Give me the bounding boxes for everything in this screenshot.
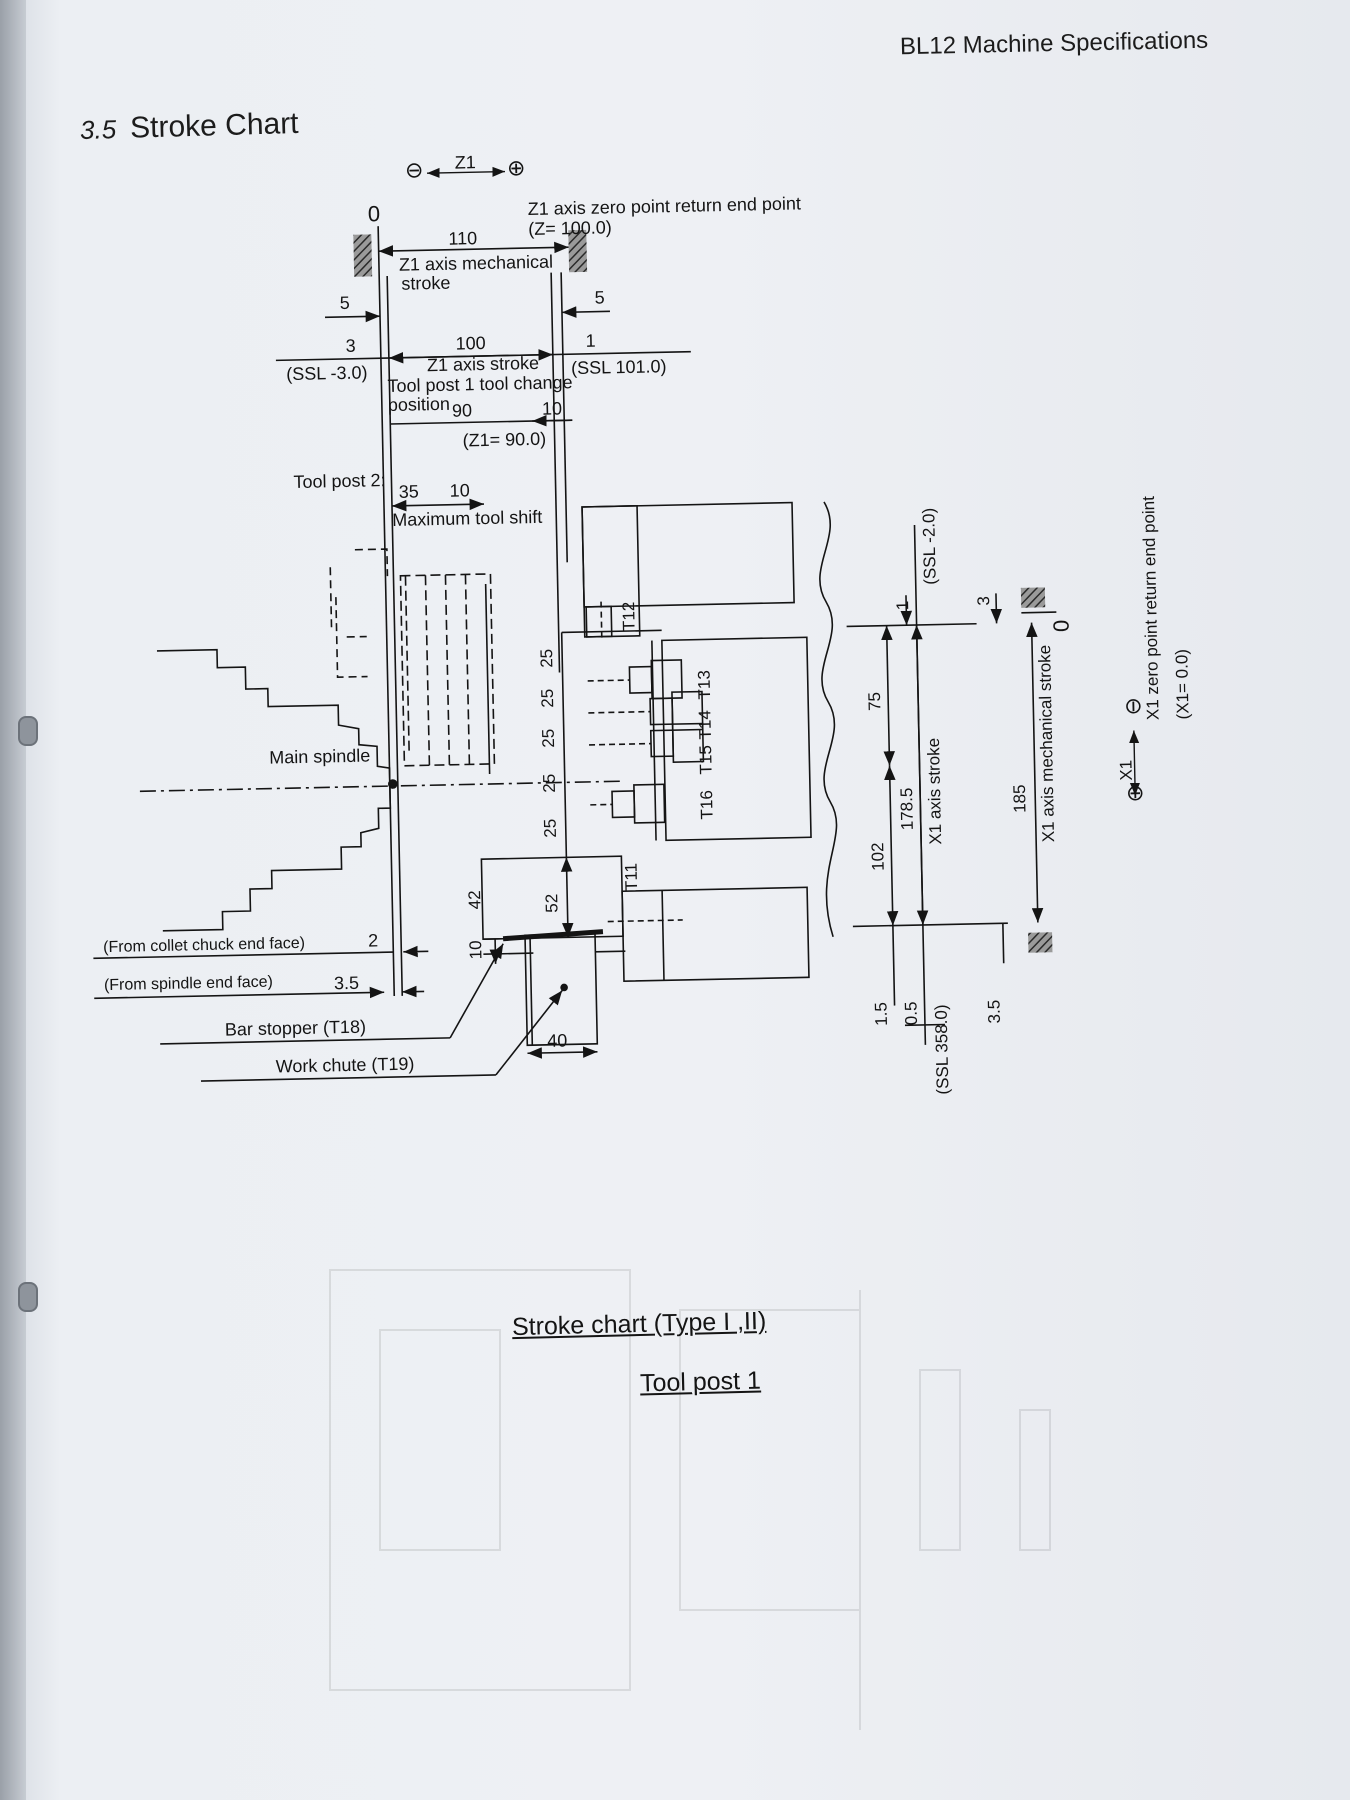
- pitch-3: 25: [539, 729, 558, 748]
- tool-t11: T11: [622, 863, 642, 891]
- caption-tool-post: Tool post 1: [639, 1366, 762, 1398]
- x1-v35: 3.5: [984, 1000, 1003, 1024]
- maximum-tool-shift-label: Maximum tool shift: [392, 507, 542, 530]
- z1-mech-value: 110: [448, 228, 477, 249]
- z1-plus-symbol: ⊕: [507, 155, 526, 180]
- x1-bottom-stop-block: [1028, 932, 1053, 953]
- pitch-2: 25: [538, 689, 557, 708]
- section-number: 3.5: [79, 114, 117, 146]
- z1-zero-return-title: Z1 axis zero point return end point: [528, 193, 802, 219]
- reverse-side-show-through: [329, 1269, 1051, 1730]
- x1-minus-symbol: ⊖: [1120, 697, 1145, 716]
- tool-post-2-v10: 10: [449, 480, 469, 500]
- tool-change-label-2: position: [388, 394, 450, 415]
- tool-t15: T15: [696, 745, 716, 775]
- collet-end-face-value: 2: [368, 930, 378, 950]
- z1-left-5: 5: [340, 293, 350, 313]
- tool-change-label-1: Tool post 1 tool change: [387, 372, 573, 396]
- z1-right-1: 1: [585, 331, 595, 351]
- tool-change-value: 90: [452, 400, 472, 420]
- x1-v3: 3: [974, 596, 993, 606]
- tool-t12: T12: [619, 602, 639, 632]
- main-spindle-label: Main spindle: [269, 745, 370, 767]
- tool-post-2-label: Tool post 2:: [293, 470, 385, 492]
- x1-v75: 75: [865, 692, 884, 711]
- x1-ssl-top: (SSL -2.0): [919, 508, 940, 585]
- x1-zero-mark: 0: [1049, 619, 1074, 632]
- z1-left-3: 3: [345, 336, 355, 356]
- page-header: BL12 Machine Specifications: [899, 26, 1209, 61]
- spindle-end-face-value: 3.5: [334, 973, 359, 994]
- tool-change-remainder: 10: [542, 398, 562, 418]
- z1-minus-symbol: ⊖: [405, 157, 424, 182]
- pitch-10: 10: [466, 940, 485, 959]
- z1-left-stop-block: [353, 234, 373, 277]
- pitch-1: 25: [537, 649, 556, 668]
- z1-stroke-value: 100: [455, 333, 485, 354]
- page-binding: [0, 0, 26, 1800]
- tool-post-2-v35: 35: [398, 481, 418, 501]
- work-chute-label: Work chute (T19): [275, 1054, 414, 1077]
- caption-stroke-chart: Stroke chart (Type I ,II): [511, 1306, 767, 1342]
- z1-zero-return-value: (Z= 100.0): [528, 217, 612, 239]
- x1-zero-return-value: (X1= 0.0): [1172, 649, 1192, 720]
- x1-v185: 185: [1010, 784, 1030, 813]
- z1-right-stop-block: [568, 229, 588, 273]
- x1-mech-label: X1 axis mechanical stroke: [1035, 645, 1058, 843]
- pitch-52: 52: [542, 894, 561, 913]
- z1-axis-label: Z1: [455, 152, 476, 172]
- tool-t14: T14: [695, 710, 715, 740]
- z1-stroke-label: Z1 axis stroke: [427, 353, 539, 375]
- x1-top-stop-block: [1020, 587, 1046, 608]
- binder-ring: [18, 716, 38, 746]
- section-title: Stroke Chart: [129, 106, 299, 145]
- stroke-chart-drawing: ⊖ Z1 ⊕ 0 Z1 axis zero point return end p…: [93, 152, 1193, 1095]
- x1-stroke-label: X1 axis stroke: [924, 738, 945, 845]
- tool-change-z: (Z1= 90.0): [462, 429, 546, 451]
- x1-v15: 1.5: [871, 1002, 890, 1026]
- z1-mech-label-2: stroke: [401, 273, 450, 294]
- work-chute-width: 40: [547, 1030, 567, 1050]
- x1-zero-return-title: X1 zero point return end point: [1139, 496, 1163, 721]
- x1-axis-label: X1: [1116, 760, 1135, 781]
- binder-ring: [18, 1282, 38, 1312]
- x1-v1: 1: [893, 601, 912, 611]
- z1-right-5: 5: [594, 287, 604, 307]
- spindle-end-face-label: (From spindle end face): [104, 974, 273, 995]
- x1-v1785: 178.5: [897, 788, 917, 831]
- z1-ssl-right: (SSL 101.0): [571, 356, 667, 378]
- x1-v102: 102: [868, 842, 888, 871]
- x1-ssl-bottom: (SSL 358.0): [932, 1004, 953, 1094]
- tool-t16: T16: [697, 790, 717, 820]
- pitch-5: 25: [541, 819, 560, 838]
- pitch-4: 25: [540, 774, 559, 793]
- bar-stopper-label: Bar stopper (T18): [225, 1017, 366, 1040]
- z1-zero-mark: 0: [368, 201, 381, 226]
- section-heading: 3.5 Stroke Chart: [80, 107, 299, 147]
- pitch-42: 42: [465, 890, 484, 909]
- z1-ssl-left: (SSL -3.0): [286, 362, 368, 384]
- x1-v05: 0.5: [901, 1001, 920, 1025]
- tool-t13: T13: [694, 670, 714, 700]
- collet-end-face-label: (From collet chuck end face): [103, 935, 305, 956]
- z1-mech-label-1: Z1 axis mechanical: [399, 252, 553, 275]
